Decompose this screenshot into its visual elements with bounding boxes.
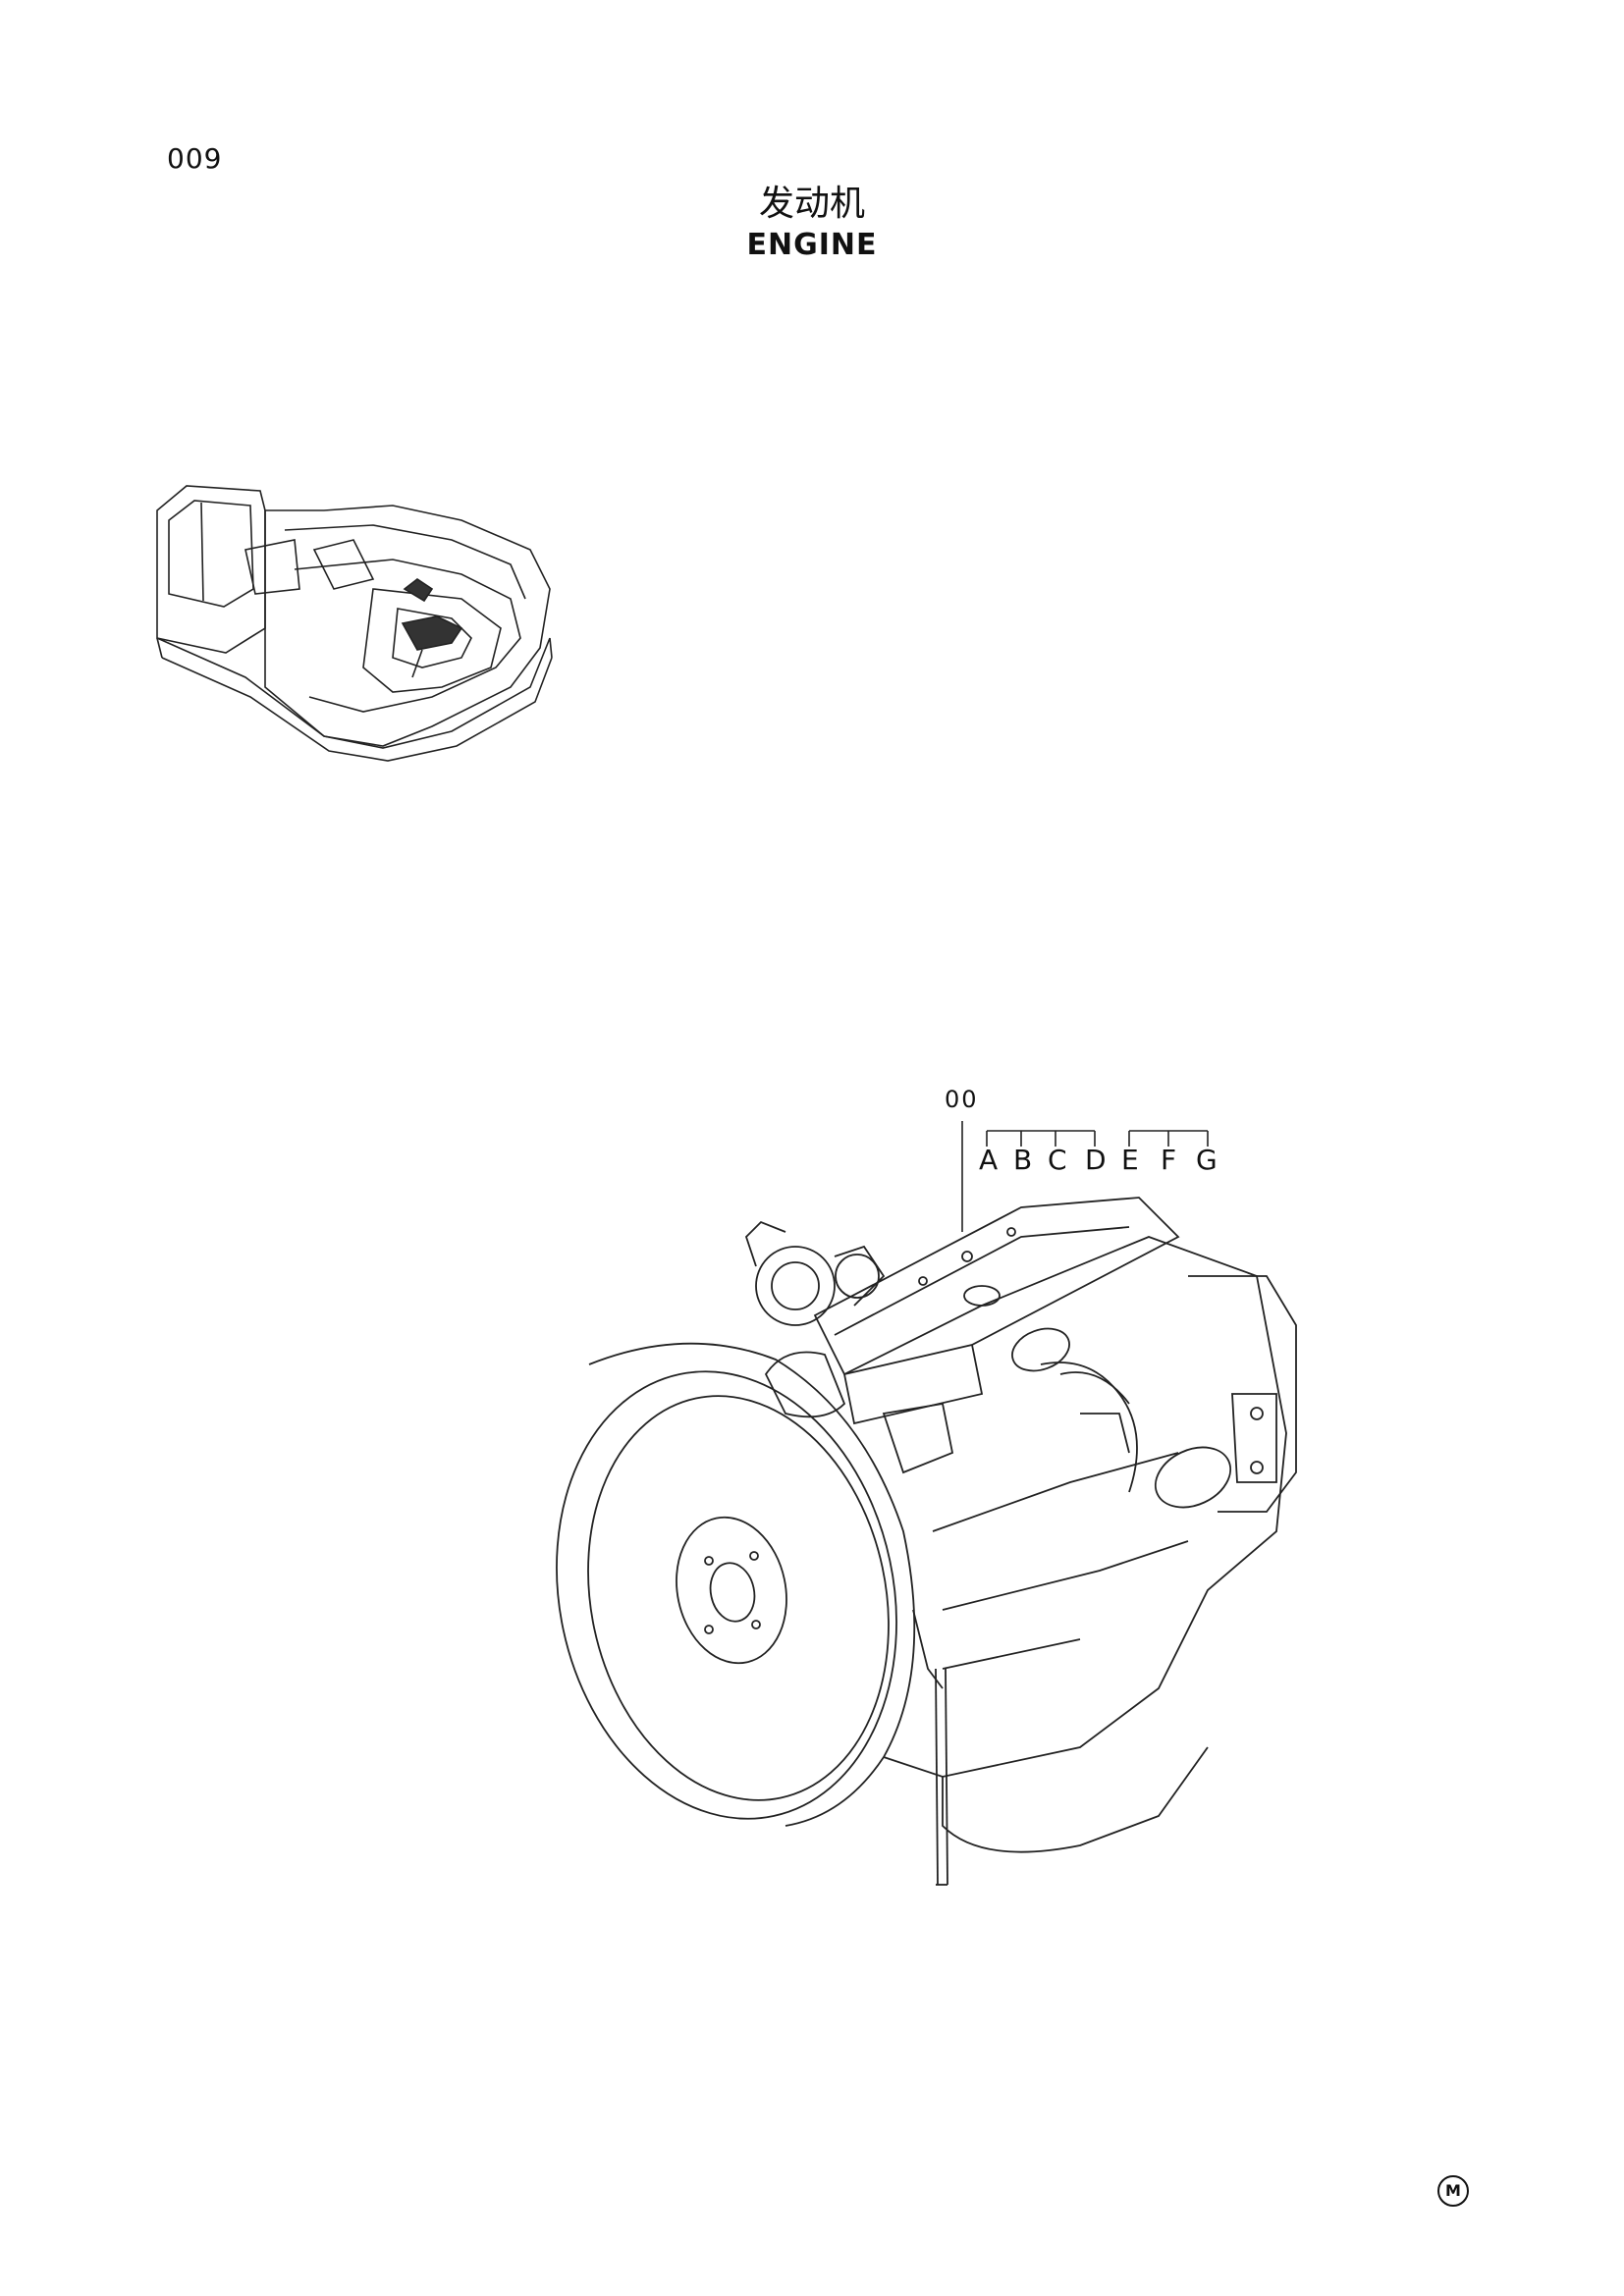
callout-letter-f: F	[1161, 1144, 1177, 1176]
callout-letter-c: C	[1048, 1144, 1067, 1176]
page-number: 009	[167, 142, 223, 175]
callout-letter-g: G	[1196, 1144, 1218, 1176]
callout-letter-b: B	[1013, 1144, 1033, 1176]
m-circle-mark: M	[1437, 2175, 1469, 2207]
callout-letter-a: A	[979, 1144, 999, 1176]
callout-letter-d: D	[1085, 1144, 1107, 1176]
page-title-english: ENGINE	[746, 228, 878, 262]
callout-main-code: 00	[945, 1086, 979, 1113]
page-title-chinese: 发动机	[758, 184, 865, 224]
callout-letter-e: E	[1121, 1144, 1139, 1176]
